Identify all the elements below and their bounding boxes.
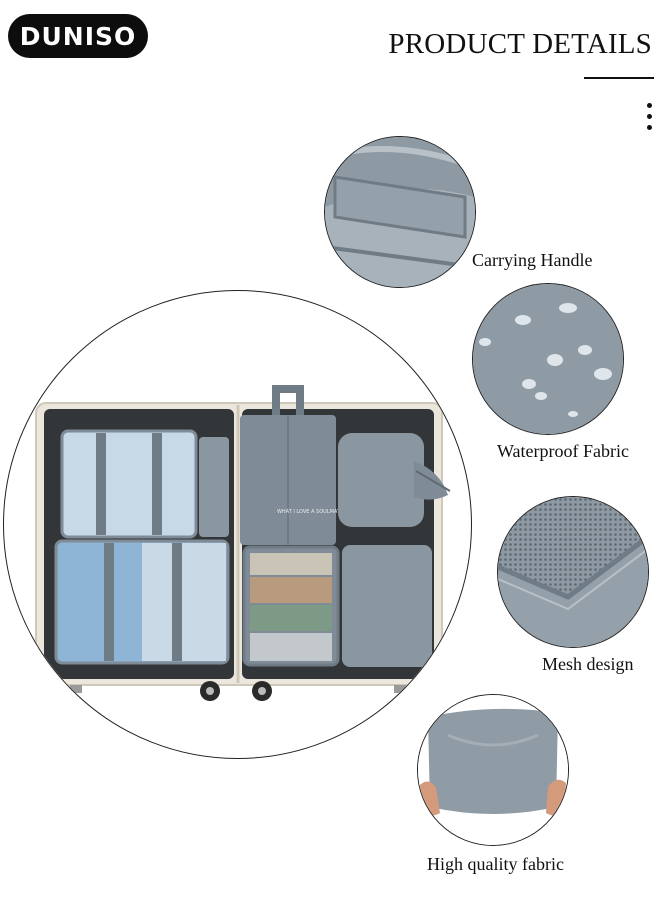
stretched-fabric-icon (418, 695, 568, 845)
feature-label: High quality fabric (427, 854, 564, 874)
feature-label: Waterproof Fabric (497, 441, 629, 461)
page-title: PRODUCT DETAILS (388, 28, 652, 60)
mesh-closeup-icon (498, 497, 648, 647)
title-underline (584, 77, 654, 79)
feature-label: Mesh design (542, 654, 634, 674)
water-drops-icon (473, 284, 623, 434)
feature-label: Carrying Handle (472, 250, 593, 270)
feature-carrying-handle-image (324, 136, 476, 288)
handle-closeup-icon (325, 137, 475, 287)
brand-logo-text: DUNISO (19, 21, 137, 51)
suitcase-illustration-icon: WHAT I LOVE A SOULMATE LIFE (35, 385, 451, 701)
brand-logo: DUNISO (8, 14, 148, 58)
feature-mesh-image (497, 496, 649, 648)
feature-waterproof-image (472, 283, 624, 435)
more-options-icon[interactable] (646, 103, 654, 137)
feature-fabric-image (417, 694, 569, 846)
bag-print-text: WHAT I LOVE A SOULMATE LIFE (277, 509, 355, 515)
product-photo: WHAT I LOVE A SOULMATE LIFE (3, 290, 472, 759)
